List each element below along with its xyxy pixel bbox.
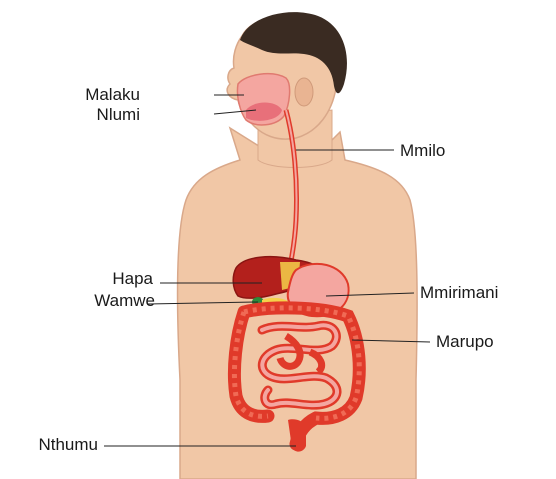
label-hapa: Hapa <box>112 270 153 287</box>
label-nlumi: Nlumi <box>97 106 140 123</box>
label-mmirimani: Mmirimani <box>420 284 498 301</box>
label-wamwe: Wamwe <box>94 292 155 309</box>
label-nthumu: Nthumu <box>38 436 98 453</box>
label-marupo: Marupo <box>436 333 494 350</box>
ear <box>295 78 313 106</box>
label-malaku: Malaku <box>85 86 140 103</box>
label-mmilo: Mmilo <box>400 142 445 159</box>
